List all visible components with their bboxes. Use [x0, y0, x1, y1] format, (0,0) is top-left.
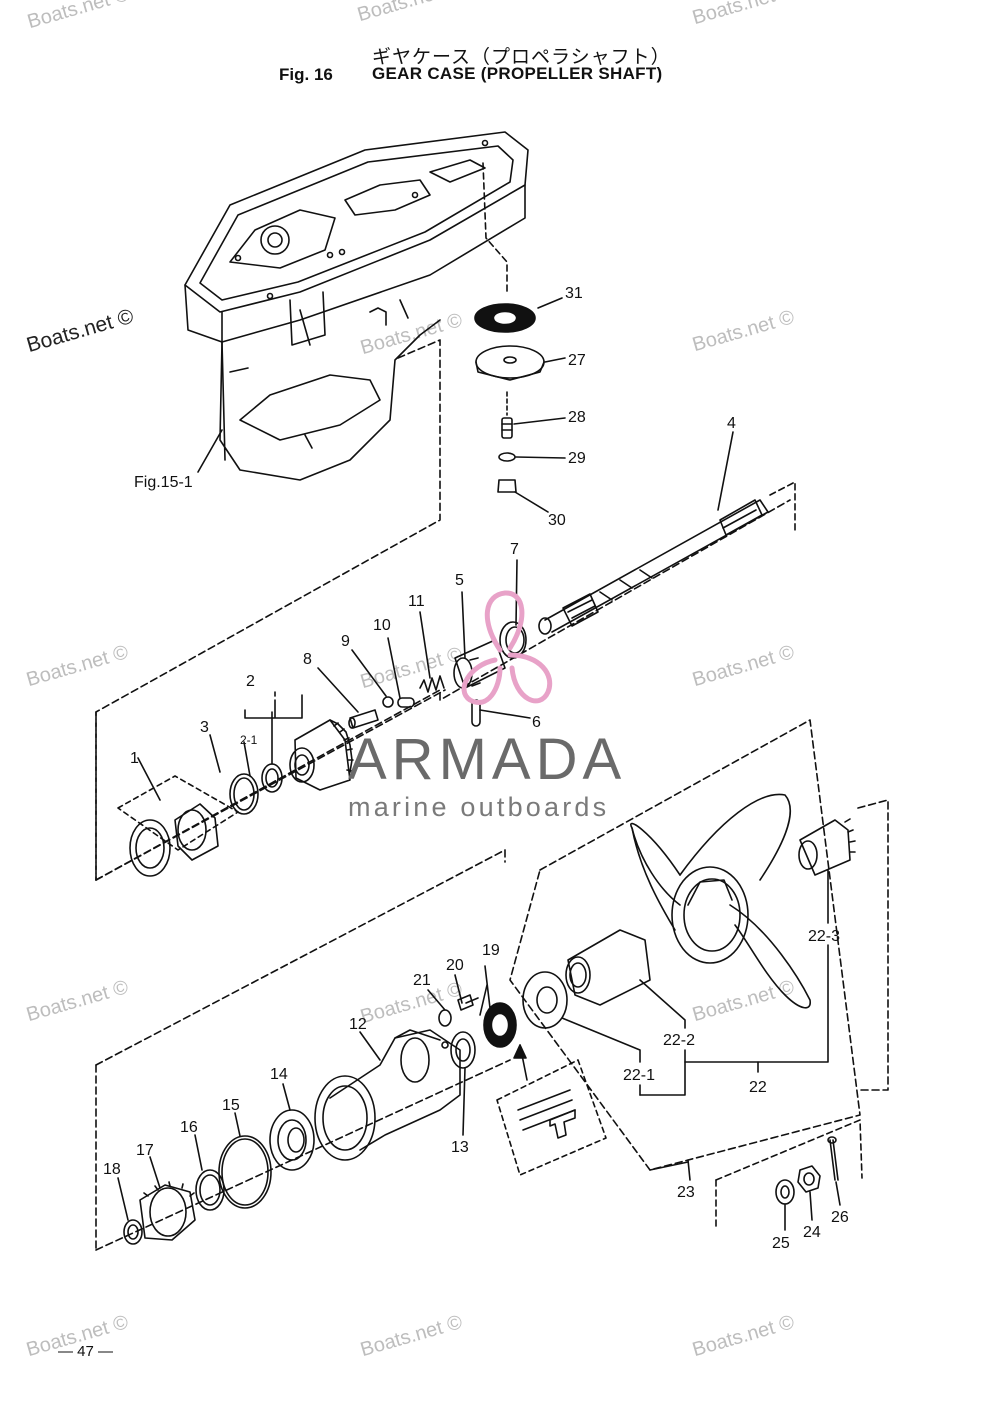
part-25-washer — [775, 1179, 795, 1205]
label-26: 26 — [831, 1209, 849, 1226]
part-14-bearing — [269, 1109, 315, 1171]
tool-special — [517, 1089, 576, 1139]
label-16: 16 — [180, 1119, 198, 1136]
part-2-forward-gear — [289, 719, 354, 791]
label-9: 9 — [341, 633, 350, 650]
part-11-spring — [419, 675, 445, 693]
label-21: 21 — [413, 972, 431, 989]
label-22-3: 22-3 — [808, 928, 840, 945]
part-8-pin — [348, 709, 379, 729]
part-27-cover — [475, 345, 545, 381]
label-22-1: 22-1 — [623, 1067, 655, 1084]
label-4: 4 — [727, 415, 736, 432]
label-22-2: 22-2 — [663, 1032, 695, 1049]
part-4-propeller-shaft — [538, 499, 769, 635]
part-12-bearing-housing — [314, 1029, 461, 1161]
part-28-stud — [501, 417, 513, 439]
label-6: 6 — [532, 714, 541, 731]
page-number: — 47 — — [58, 1343, 114, 1360]
label-2-1: 2-1 — [240, 733, 258, 747]
part-10-slider — [397, 697, 415, 708]
part-15-o-ring — [218, 1135, 272, 1209]
label-13: 13 — [451, 1139, 469, 1156]
label-25: 25 — [772, 1235, 790, 1252]
part-21-washer — [438, 1009, 452, 1027]
label-7: 7 — [510, 541, 519, 558]
brand-tagline: marine outboards — [348, 792, 610, 822]
part-24-nut — [797, 1165, 821, 1193]
part-30-nut — [497, 479, 517, 493]
label-20: 20 — [446, 957, 464, 974]
part-29-washer — [498, 452, 516, 462]
part-9-ball — [382, 696, 394, 708]
part-16-shim — [195, 1169, 225, 1211]
label-27: 27 — [568, 352, 586, 369]
label-5: 5 — [455, 572, 464, 589]
label-8: 8 — [303, 651, 312, 668]
part-1-bearing — [129, 803, 219, 877]
label-22: 22 — [749, 1079, 767, 1096]
label-18: 18 — [103, 1161, 121, 1178]
part-26-cotter-pin — [827, 1136, 839, 1181]
label-fig-15-1: Fig.15-1 — [134, 474, 193, 491]
armada-brand: ARMADA marine outboards — [348, 730, 658, 823]
part-19-oil-seal — [483, 1002, 517, 1048]
part-18-shim — [123, 1219, 143, 1245]
part-22-3-spacer — [798, 818, 856, 876]
label-31: 31 — [565, 285, 583, 302]
title-japanese: ギヤケース（プロペラシャフト） — [372, 46, 671, 68]
part-13-bearing — [450, 1031, 476, 1069]
part-17-reverse-gear — [139, 1181, 196, 1241]
gear-case-housing — [184, 131, 529, 481]
label-23: 23 — [677, 1184, 695, 1201]
part-31-seal — [474, 303, 536, 333]
label-1: 1 — [130, 750, 139, 767]
armada-logo-propeller — [461, 590, 553, 705]
brand-name: ARMADA — [348, 727, 627, 792]
label-19: 19 — [482, 942, 500, 959]
label-10: 10 — [373, 617, 391, 634]
label-2: 2 — [246, 673, 255, 690]
label-3: 3 — [200, 719, 209, 736]
part-22-propeller — [630, 793, 811, 1009]
part-22-2-bushing — [565, 929, 651, 1006]
figure-number: Fig. 16 — [279, 65, 333, 84]
label-11: 11 — [408, 593, 425, 610]
part-20-bolt — [457, 994, 479, 1011]
label-12: 12 — [349, 1016, 367, 1033]
label-24: 24 — [803, 1224, 821, 1241]
label-14: 14 — [270, 1066, 288, 1083]
label-29: 29 — [568, 450, 586, 467]
label-17: 17 — [136, 1142, 154, 1159]
title-english: GEAR CASE (PROPELLER SHAFT) — [372, 64, 663, 83]
label-30: 30 — [548, 512, 566, 529]
label-28: 28 — [568, 409, 586, 426]
label-15: 15 — [222, 1097, 240, 1114]
part-22-1-spacer — [522, 971, 568, 1029]
